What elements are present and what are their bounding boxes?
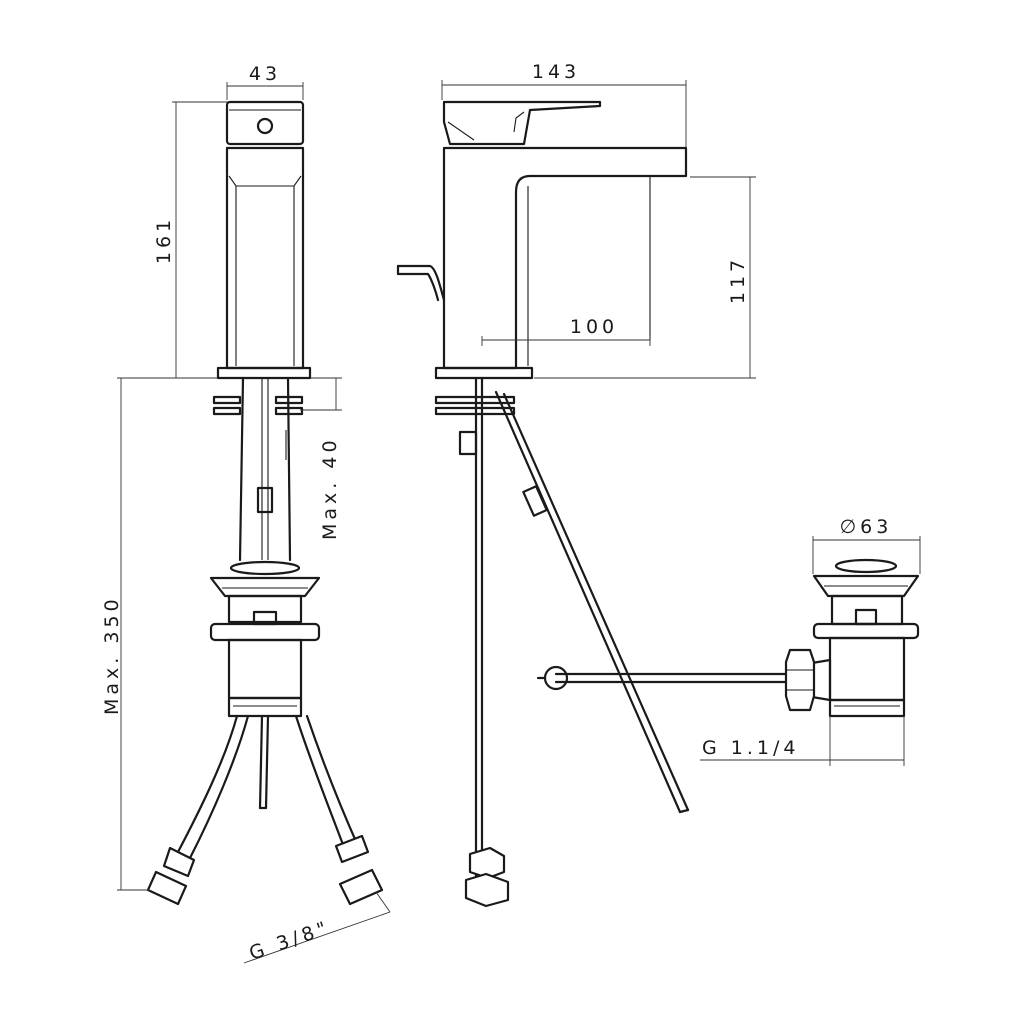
dim-max40: Max. 40 bbox=[300, 377, 342, 540]
dim-max350: Max. 350 bbox=[101, 377, 218, 891]
popup-rod-diagonal bbox=[494, 390, 682, 814]
base-plate-side bbox=[434, 366, 534, 380]
dim-max40-label: Max. 40 bbox=[319, 436, 341, 540]
dim-43-label: 43 bbox=[249, 63, 281, 85]
hose-nut-right bbox=[338, 868, 384, 906]
dim-100: 100 bbox=[481, 316, 651, 346]
dim-117-label: 117 bbox=[727, 256, 749, 304]
popup-rod-lever bbox=[396, 264, 446, 302]
dim-thread-waste: G 1.1/4 bbox=[700, 716, 905, 766]
body-side bbox=[442, 146, 688, 370]
hose-right bbox=[294, 714, 347, 852]
handle-front bbox=[225, 100, 305, 146]
hose-left bbox=[176, 714, 239, 854]
hose-nut-left bbox=[146, 870, 188, 906]
lever-handle bbox=[442, 100, 602, 146]
dim-100-label: 100 bbox=[570, 316, 618, 338]
dim-143: 143 bbox=[441, 61, 687, 148]
dim-63-label: ∅63 bbox=[840, 516, 893, 538]
hose-nut-side bbox=[464, 872, 510, 908]
body-front bbox=[225, 146, 305, 370]
rod-clamp-front bbox=[256, 486, 274, 514]
waste-plug-front bbox=[229, 560, 301, 576]
dim-43: 43 bbox=[226, 63, 304, 100]
waste-flange-front bbox=[209, 576, 321, 598]
handle-indicator bbox=[256, 117, 274, 135]
dim-thread-hose-label: G 3/8" bbox=[246, 917, 333, 965]
dim-117: 117 bbox=[534, 176, 756, 379]
waste-locknut bbox=[812, 622, 920, 640]
waste-flange bbox=[812, 574, 920, 598]
dim-143-label: 143 bbox=[532, 61, 580, 83]
waste-plug bbox=[834, 558, 898, 574]
dim-max350-label: Max. 350 bbox=[101, 595, 123, 715]
base-plate-front bbox=[216, 366, 312, 380]
waste-side-nut bbox=[784, 648, 816, 712]
dim-thread-hose: G 3/8" bbox=[243, 891, 391, 965]
front-view: 43 161 bbox=[101, 63, 391, 965]
dim-161-label: 161 bbox=[153, 216, 175, 264]
waste-detail: ∅63 G 1.1/4 bbox=[536, 516, 921, 766]
rod-clamp-side bbox=[522, 485, 548, 517]
waste-locknut-front bbox=[209, 622, 321, 642]
side-view: 143 100 117 bbox=[396, 61, 756, 908]
dim-161: 161 bbox=[153, 101, 228, 379]
dim-63: ∅63 bbox=[812, 516, 921, 574]
fitting-side bbox=[458, 430, 478, 456]
waste-body-bottom bbox=[828, 698, 906, 718]
dim-thread-waste-label: G 1.1/4 bbox=[702, 737, 799, 759]
waste-rod-ball bbox=[543, 665, 569, 691]
